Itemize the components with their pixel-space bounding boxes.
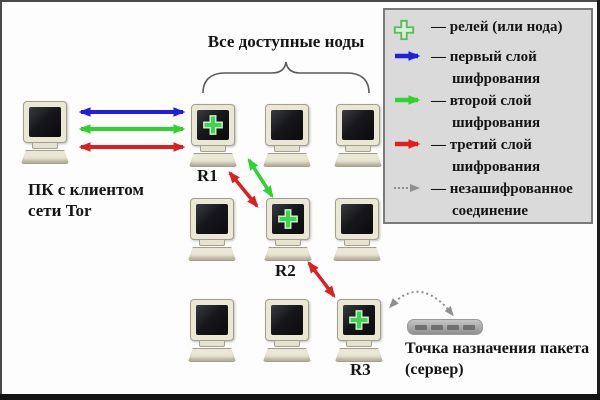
unencrypted-connection-arrow [388,290,454,317]
relay-plus-icon [393,16,431,46]
relay-computer-r1 [187,104,239,167]
server-label: Точка назначения пакета (сервер) [405,338,589,380]
monitor [23,101,67,143]
legend-label: — первый слой [431,49,537,65]
client-label-line2: сети Tor [28,201,92,220]
monitor-stand [275,240,301,246]
monitor [190,198,234,240]
client-computer [19,101,71,164]
monitor-base [333,247,381,261]
server-label-line2: (сервер) [405,361,464,378]
monitor [337,299,381,341]
frame-border [0,0,600,2]
relay-plus-icon [278,209,298,229]
monitor-stand [274,146,300,152]
blue-arrow-icon [393,46,431,68]
monitor-screen [271,110,303,140]
frame-border [597,0,600,400]
legend-label: — релей (или нода) [431,19,563,35]
legend-label: соединение [452,203,529,219]
monitor-screen [342,110,374,140]
monitor-stand [346,341,372,347]
monitor-base [334,153,382,167]
monitor-stand [345,146,371,152]
monitor-screen [196,305,228,335]
node-computer [331,198,383,261]
frame-border [0,394,600,400]
server-segment [415,324,427,330]
server-segment [431,324,443,330]
legend: — релей (или нода) — первый слой шифрова… [383,8,593,224]
monitor [266,198,310,240]
node-computer [261,299,313,362]
node-computer [332,104,384,167]
monitor-screen [343,305,375,335]
monitor-stand [199,240,225,246]
monitor-screen [196,204,228,234]
monitor [336,104,380,146]
nodes-brace [202,61,370,94]
r2-label: R2 [275,261,296,280]
monitor-stand [344,240,370,246]
server-box [407,319,483,335]
monitor [191,104,235,146]
legend-item-third-layer: — третий слой шифрования [393,134,587,178]
node-computer [261,104,313,167]
green-arrow-icon [393,90,431,112]
relay-computer-r2 [262,198,314,261]
monitor-stand [274,341,300,347]
monitor-stand [32,143,58,149]
monitor [265,104,309,146]
legend-label: шифрования [452,159,541,175]
monitor-base [21,150,69,164]
nodes-title: Все доступные ноды [207,32,365,51]
legend-label: шифрования [452,115,541,131]
monitor-base [264,247,312,261]
relay-computer-r3 [333,299,385,362]
monitor-base [188,247,236,261]
monitor-stand [199,341,225,347]
node-computer [186,299,238,362]
dotted-arrow-icon [393,178,431,200]
monitor-base [188,348,236,362]
legend-item-second-layer: — второй слой шифрования [393,90,587,134]
node-computer [186,198,238,261]
monitor-stand [200,146,226,152]
client-label-line1: ПК с клиентом [28,180,144,199]
legend-item-relay: — релей (или нода) [393,16,587,46]
monitor-screen [271,305,303,335]
r2-r3-red-arrow [307,261,336,298]
server-segment [447,324,459,330]
monitor-base [263,153,311,167]
monitor-base [263,348,311,362]
r3-label: R3 [350,360,371,379]
monitor-screen [341,204,373,234]
relay-plus-icon [349,310,369,330]
monitor [265,299,309,341]
relay-plus-icon [203,115,223,135]
monitor-screen [272,204,304,234]
server-segment [463,324,475,330]
client-label: ПК с клиентом сети Tor [28,179,144,221]
legend-item-first-layer: — первый слой шифрования [393,46,587,90]
legend-label: — второй слой [431,93,532,109]
legend-item-unencrypted: — незашифрованное соединение [393,178,587,222]
legend-label: — третий слой [431,137,532,153]
red-arrow-icon [393,134,431,156]
server-label-line1: Точка назначения пакета [405,340,590,357]
monitor [190,299,234,341]
monitor-screen [197,110,229,140]
legend-label: шифрования [452,71,541,87]
frame-border [0,0,2,400]
legend-label: — незашифрованное [431,181,573,197]
r1-label: R1 [197,166,218,185]
monitor [335,198,379,240]
monitor-screen [29,107,61,137]
